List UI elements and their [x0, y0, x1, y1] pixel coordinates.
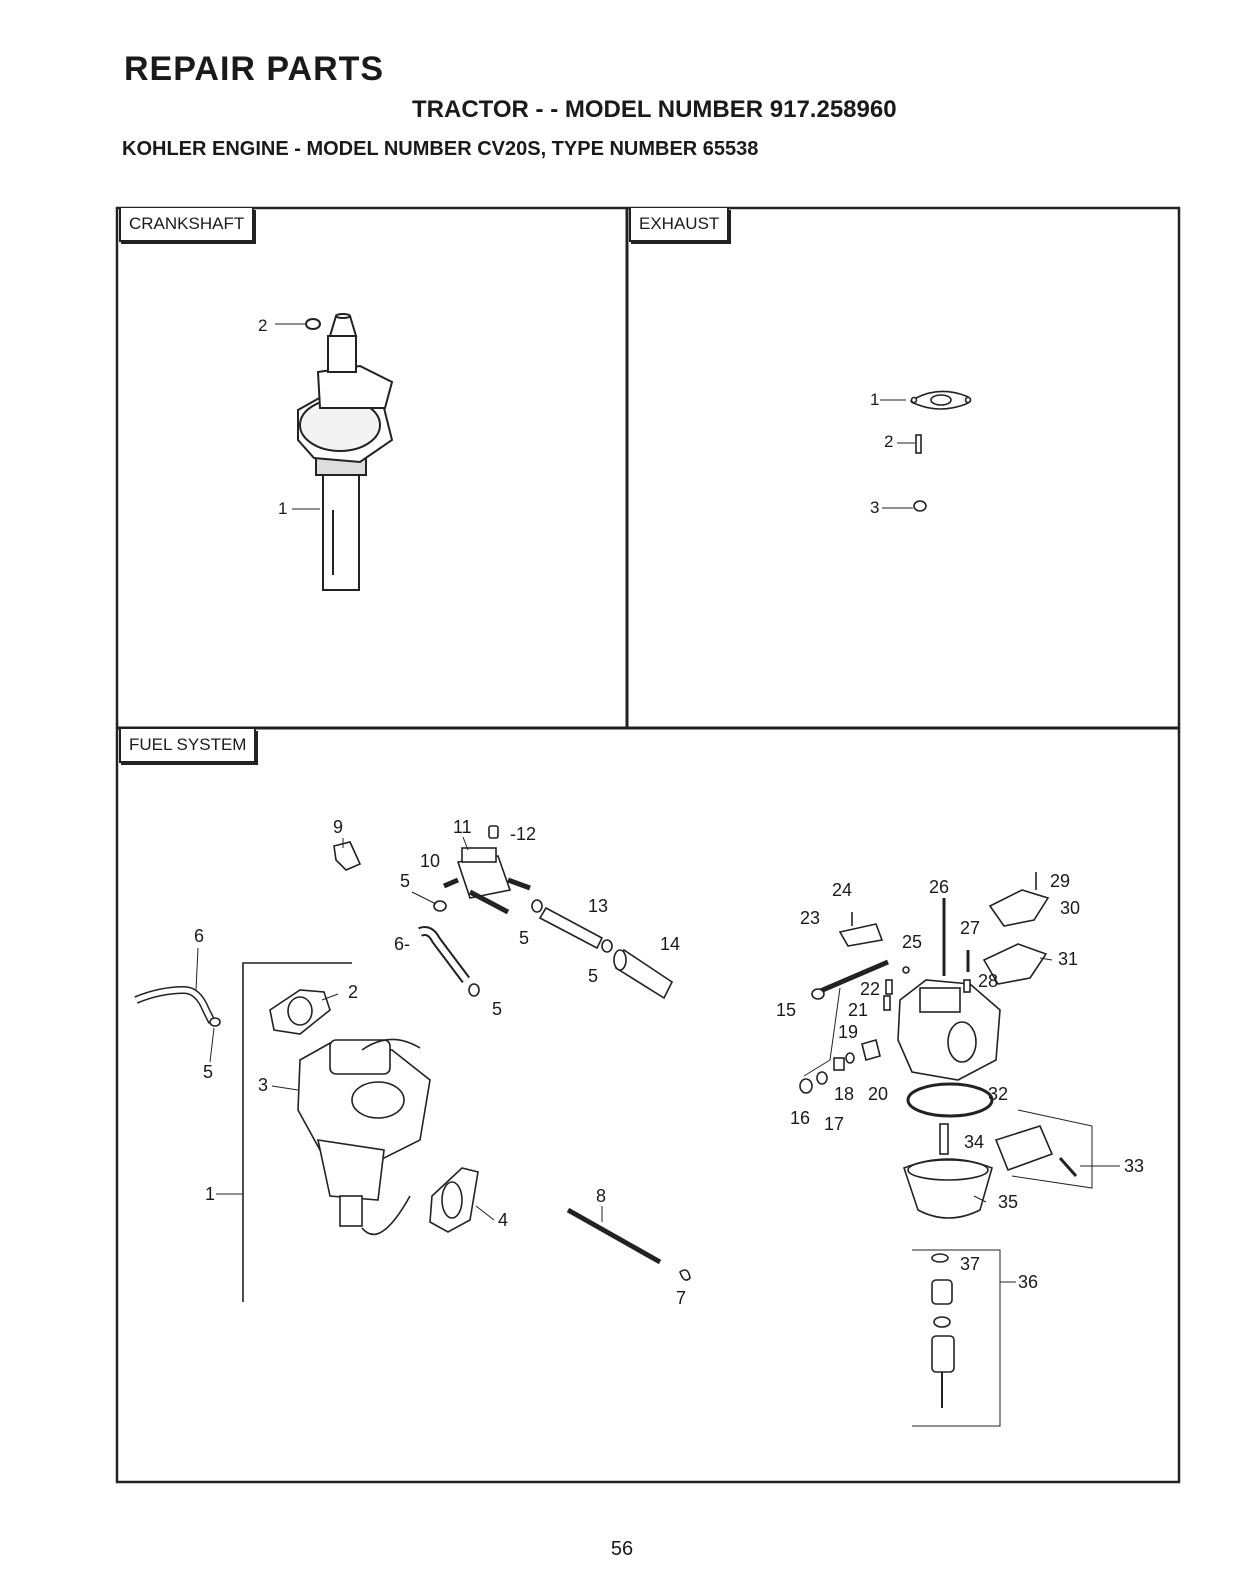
- fuel-callout-6a: 6-: [394, 934, 410, 954]
- fuel-callout-9: 9: [333, 817, 343, 837]
- fuel-callout-12: -12: [510, 824, 536, 844]
- fuel-callout-13: 13: [588, 896, 608, 916]
- fuel-callout-5b: 5: [519, 928, 529, 948]
- fuel-callout-27: 27: [960, 918, 980, 938]
- exhaust-callout-3: 3: [870, 498, 879, 517]
- fuel-callout-15: 15: [776, 1000, 796, 1020]
- fuel-callout-33: 33: [1124, 1156, 1144, 1176]
- fuel-callout-34: 34: [964, 1132, 984, 1152]
- fuel-callout-5e: 5: [203, 1062, 213, 1082]
- crankshaft-callout-2: 2: [258, 316, 267, 335]
- page-number: 56: [610, 1538, 634, 1560]
- fuel-callout-5a: 5: [400, 871, 410, 891]
- fuel-callout-18: 18: [834, 1084, 854, 1104]
- fuel-callout-23: 23: [800, 908, 820, 928]
- crankshaft-panel-label: CRANKSHAFT: [119, 208, 255, 242]
- fuel-system-panel-label: FUEL SYSTEM: [119, 729, 257, 763]
- fuel-callout-31: 31: [1058, 949, 1078, 969]
- exhaust-callout-1: 1: [870, 390, 879, 409]
- fuel-system-illustration: [134, 825, 1093, 1427]
- crankshaft-callout-1: 1: [278, 499, 287, 518]
- fuel-callout-30: 30: [1060, 898, 1080, 918]
- fuel-callout-6b: 6: [194, 926, 204, 946]
- engine-model-line: KOHLER ENGINE - MODEL NUMBER CV20S, TYPE…: [122, 138, 759, 160]
- exhaust-panel-label: EXHAUST: [629, 208, 730, 242]
- fuel-callout-5d: 5: [492, 999, 502, 1019]
- fuel-callout-35: 35: [998, 1192, 1018, 1212]
- fuel-callout-8: 8: [596, 1186, 606, 1206]
- fuel-callout-10: 10: [420, 851, 440, 871]
- fuel-callout-11: 11: [453, 817, 472, 837]
- fuel-callout-21: 21: [848, 1000, 868, 1020]
- fuel-callout-26: 26: [929, 877, 949, 897]
- fuel-callout-7: 7: [676, 1288, 686, 1308]
- fuel-callout-14: 14: [660, 934, 680, 954]
- fuel-callout-29: 29: [1050, 871, 1070, 891]
- fuel-callout-17: 17: [824, 1114, 844, 1134]
- tractor-model-line: TRACTOR - - MODEL NUMBER 917.258960: [412, 96, 897, 123]
- fuel-callout-2: 2: [348, 982, 358, 1002]
- fuel-callout-28: 28: [978, 971, 998, 991]
- fuel-callout-22: 22: [860, 979, 880, 999]
- fuel-callout-25: 25: [902, 932, 922, 952]
- fuel-callout-16: 16: [790, 1108, 810, 1128]
- fuel-callout-3: 3: [258, 1075, 268, 1095]
- fuel-callout-24: 24: [832, 880, 852, 900]
- fuel-callout-20: 20: [868, 1084, 888, 1104]
- fuel-callout-5c: 5: [588, 966, 598, 986]
- exhaust-callout-2: 2: [884, 432, 893, 451]
- fuel-callout-32: 32: [988, 1084, 1008, 1104]
- fuel-callout-37: 37: [960, 1254, 980, 1274]
- exhaust-illustration: [910, 390, 972, 512]
- page-title: REPAIR PARTS: [124, 50, 385, 88]
- crankshaft-illustration: [297, 313, 394, 591]
- fuel-callout-19: 19: [838, 1022, 858, 1042]
- fuel-callout-36: 36: [1018, 1272, 1038, 1292]
- fuel-callout-4: 4: [498, 1210, 508, 1230]
- fuel-callout-1: 1: [205, 1184, 215, 1204]
